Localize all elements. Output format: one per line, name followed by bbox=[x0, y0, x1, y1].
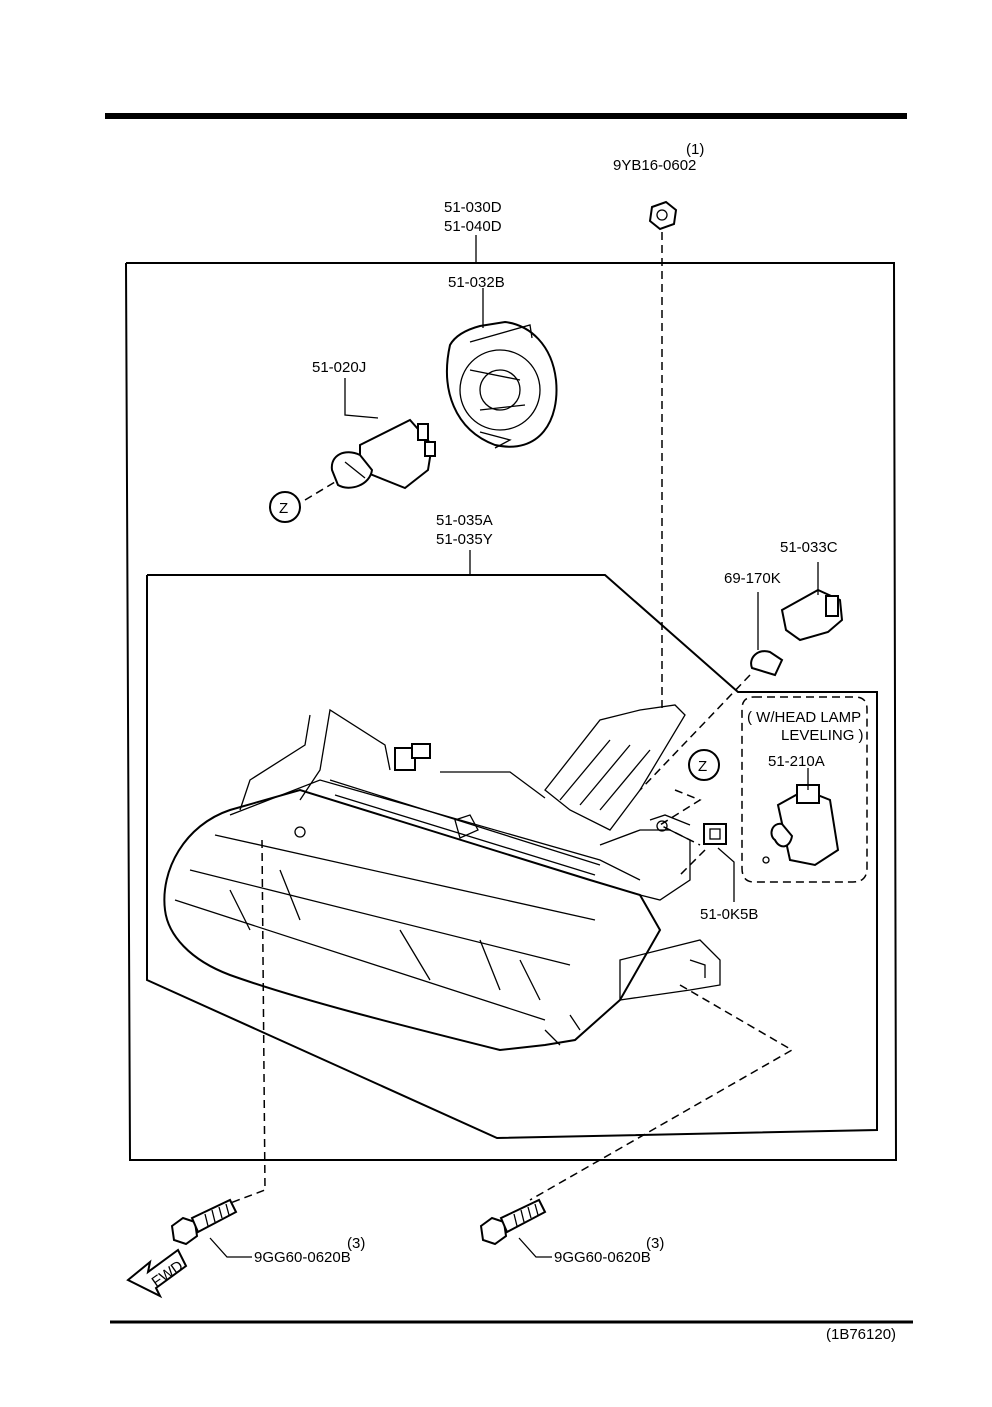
small-bulb-label: 69-170K bbox=[724, 570, 781, 587]
cap-label: 51-032B bbox=[448, 274, 505, 291]
nut-qty-label: (1) bbox=[686, 141, 704, 158]
left-bolt-part-label: 9GG60-0620B bbox=[254, 1249, 351, 1266]
leveling-option-box bbox=[741, 696, 868, 883]
z-top-marker bbox=[269, 491, 301, 523]
right-bolt-part-label: 9GG60-0620B bbox=[554, 1249, 651, 1266]
clip-label: 51-0K5B bbox=[700, 906, 758, 923]
option-line2-label: LEVELING ) bbox=[781, 727, 864, 744]
clip-icon bbox=[703, 823, 727, 845]
socket-label: 51-033C bbox=[780, 539, 838, 556]
left-bolt-icon bbox=[170, 1198, 238, 1246]
leveling-unit-label: 51-210A bbox=[768, 753, 825, 770]
left-bolt-dashed-line bbox=[224, 839, 266, 1206]
option-line1-label: ( W/HEAD LAMP bbox=[747, 709, 861, 726]
left-bolt-leader bbox=[209, 1237, 252, 1258]
left-bolt-qty-label: (3) bbox=[347, 1235, 365, 1252]
right-bolt-leader bbox=[518, 1237, 552, 1258]
bulb-leader bbox=[344, 378, 379, 419]
socket-dashed-line bbox=[639, 674, 751, 791]
socket-icon bbox=[780, 588, 844, 642]
clip-dashed-line bbox=[679, 849, 706, 876]
lens-right-label: 51-035Y bbox=[436, 531, 493, 548]
clip-leader bbox=[717, 847, 735, 902]
assembly-right-label: 51-040D bbox=[444, 218, 502, 235]
right-bolt-qty-label: (3) bbox=[646, 1235, 664, 1252]
z-right-label: Z bbox=[698, 758, 707, 775]
nut-icon bbox=[648, 200, 678, 231]
figure-id-label: (1B76120) bbox=[826, 1326, 896, 1343]
assembly-frame bbox=[125, 262, 898, 1161]
nut-part-label: 9YB16-0602 bbox=[613, 157, 696, 174]
right-bolt-icon bbox=[479, 1198, 547, 1246]
headlamp-housing-icon bbox=[163, 704, 721, 1052]
z-top-label: Z bbox=[279, 500, 288, 517]
leveling-unit-icon bbox=[762, 784, 840, 867]
fwd-arrow-icon: FWD bbox=[126, 1248, 188, 1299]
assembly-left-label: 51-030D bbox=[444, 199, 502, 216]
bulb-icon bbox=[330, 418, 436, 490]
lens-frame bbox=[146, 574, 878, 1140]
bulb-dashed-line bbox=[304, 481, 336, 501]
cap-icon bbox=[446, 320, 558, 449]
z-right-marker bbox=[688, 749, 720, 781]
lens-left-label: 51-035A bbox=[436, 512, 493, 529]
z-right-dashed-line bbox=[658, 789, 702, 846]
right-bolt-dashed-line bbox=[529, 984, 794, 1201]
small-bulb-icon bbox=[750, 650, 784, 677]
bulb-label: 51-020J bbox=[312, 359, 366, 376]
